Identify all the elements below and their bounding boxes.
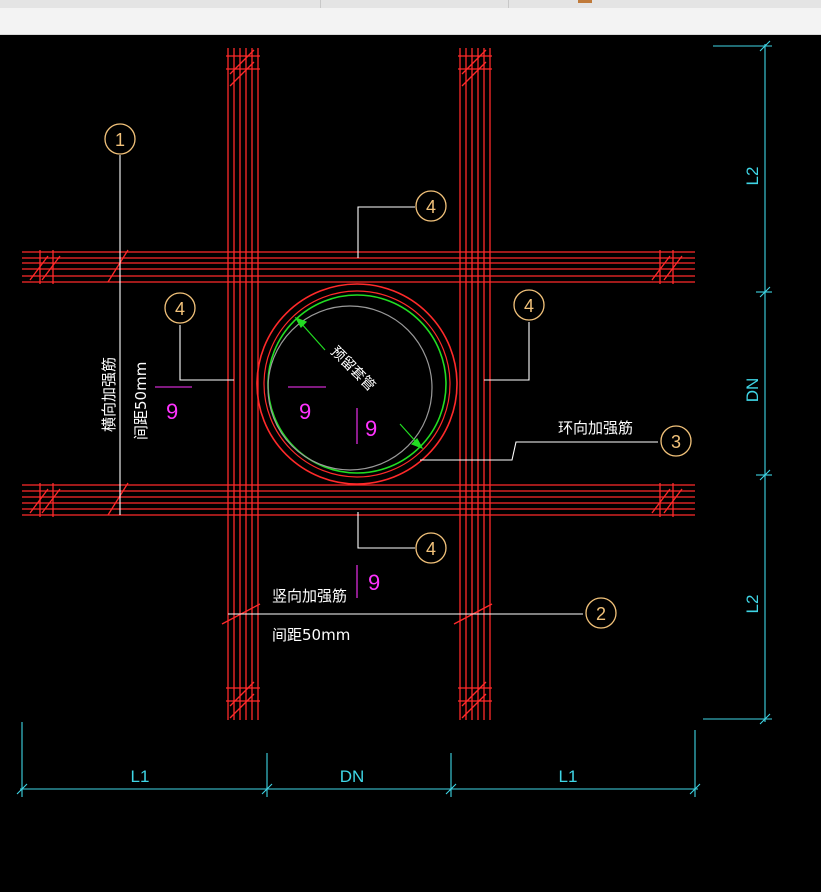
section-mark-lines xyxy=(155,386,358,598)
callout-3-label: 3 xyxy=(671,432,681,452)
callout-2-label: 2 xyxy=(596,604,606,624)
pipe-circle xyxy=(267,305,433,471)
callout-4-right[interactable]: 4 xyxy=(513,289,545,321)
callout-4-label: 4 xyxy=(426,539,436,559)
vertical-rebar-note: 竖向加强筋 xyxy=(272,587,347,605)
callout-4-label: 4 xyxy=(524,296,534,316)
callout-1[interactable]: 1 xyxy=(104,123,136,155)
leader-lines xyxy=(119,155,658,615)
horizontal-spacing-note: 间距50mm xyxy=(132,362,150,440)
dimension-right-l2-top: L2 xyxy=(743,167,762,186)
dimension-right-l2-bottom: L2 xyxy=(743,595,762,614)
section-mark-label: 9 xyxy=(299,399,311,424)
dimension-bottom-l1-right: L1 xyxy=(559,767,578,786)
dimension-bottom-dn: DN xyxy=(340,767,365,786)
toolbar-separator xyxy=(320,0,321,8)
right-dimension-chain xyxy=(703,40,772,725)
horizontal-rebar-top xyxy=(22,249,695,284)
sleeve-note: 预留套管 xyxy=(327,344,378,395)
cad-drawing-canvas[interactable]: 9 9 9 9 1 2 3 4 4 4 4 横向加强筋 间距50mm 竖向加强筋… xyxy=(0,34,821,892)
toolbar-indicator xyxy=(578,0,592,3)
callout-4-bottom[interactable]: 4 xyxy=(415,532,447,564)
section-mark-label: 9 xyxy=(365,416,377,441)
ring-rebar-circle xyxy=(256,283,458,485)
section-mark-label: 9 xyxy=(368,570,380,595)
callout-4-label: 4 xyxy=(426,197,436,217)
bottom-dimension-chain xyxy=(16,722,701,797)
callout-4-label: 4 xyxy=(175,299,185,319)
horizontal-rebar-bottom xyxy=(22,482,695,517)
callout-4-left[interactable]: 4 xyxy=(164,292,196,324)
vertical-rebar-left xyxy=(221,48,261,720)
callout-3[interactable]: 3 xyxy=(660,425,692,457)
toolbar-strip xyxy=(0,0,821,8)
toolbar-separator xyxy=(508,0,509,8)
vertical-rebar-right xyxy=(453,48,493,720)
ring-rebar-note: 环向加强筋 xyxy=(558,419,633,437)
callout-2[interactable]: 2 xyxy=(585,597,617,629)
section-mark-label: 9 xyxy=(166,399,178,424)
horizontal-rebar-note: 横向加强筋 xyxy=(100,357,118,432)
callout-4-top[interactable]: 4 xyxy=(415,190,447,222)
ring-rebar-inner-circle xyxy=(263,290,451,478)
callout-1-label: 1 xyxy=(115,130,125,150)
window-toolbar xyxy=(0,0,821,35)
sleeve-diameter-arrows xyxy=(294,316,424,450)
dimension-right-dn: DN xyxy=(743,378,762,403)
dimension-bottom-l1-left: L1 xyxy=(131,767,150,786)
vertical-spacing-note: 间距50mm xyxy=(272,626,350,644)
